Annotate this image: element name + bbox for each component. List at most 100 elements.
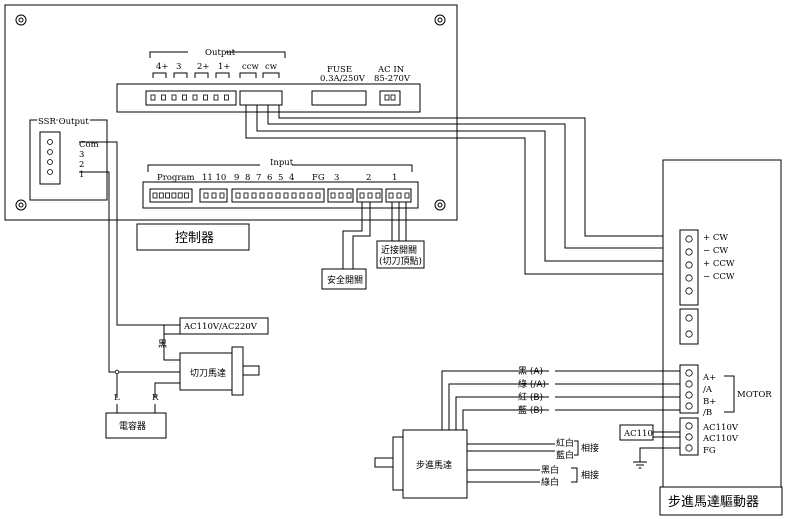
input-header: Input <box>270 158 294 168</box>
driver-signal-cw-minus: − CW <box>703 246 728 256</box>
driver-aux-terminal <box>679 308 699 345</box>
terminal-pin <box>161 94 166 101</box>
terminal-pin <box>213 94 219 101</box>
driver-signal-cw-plus: + CW <box>703 233 728 243</box>
ssr-pin-1: 1 <box>79 170 84 180</box>
driver-name: 步進馬達驅動器 <box>668 495 759 510</box>
cap-terminal-l: L <box>114 393 120 403</box>
controller-name-box <box>136 223 250 251</box>
stepper-wire-blue: 藍 (B) <box>518 404 543 416</box>
acin-terminal <box>379 90 401 106</box>
input-label-9: 9 <box>234 173 239 183</box>
output-header: Output <box>205 48 236 58</box>
limit-switch <box>376 240 425 269</box>
terminal-pin <box>685 248 693 256</box>
ground-icon <box>633 461 647 469</box>
terminal-pin <box>315 192 321 199</box>
output-label-2: 2+ <box>197 62 210 72</box>
program-port <box>149 188 193 203</box>
terminal-pin <box>338 192 344 199</box>
ssr-label: SSR Output <box>38 117 89 127</box>
terminal-pin <box>359 192 365 199</box>
ac-supply-label: AC110V/AC220V <box>183 322 258 332</box>
terminal-pin <box>211 192 217 199</box>
input-label-3: 3 <box>334 173 339 183</box>
terminal-pin <box>330 192 336 199</box>
input-label-11-10: 11 10 <box>202 173 226 183</box>
driver-motor-a-plus: A+ <box>702 373 716 383</box>
pair-wire-blue-white: 藍白 <box>556 449 574 461</box>
terminal-pin <box>375 192 381 199</box>
stepper-wire-black: 黑 (A) <box>518 366 543 377</box>
terminal-pin <box>243 192 249 199</box>
controller-name: 控制器 <box>175 231 214 246</box>
input-label-1: 1 <box>392 173 397 183</box>
stepper-wire-green: 綠 (/A) <box>518 378 546 390</box>
terminal-pin <box>267 192 273 199</box>
ssr-pin-2: 2 <box>79 160 84 170</box>
terminal-pin <box>177 192 183 199</box>
limit-switch-label: 近接開關 <box>381 244 417 256</box>
capacitor-label: 電容器 <box>119 420 146 432</box>
input-label-7: 7 <box>256 173 261 183</box>
cap-terminal-r: R <box>152 393 159 403</box>
terminal-pin <box>685 287 693 295</box>
terminal-pin <box>275 192 281 199</box>
driver-motor-b-minus: /B <box>703 408 712 418</box>
ac-supply-box <box>179 317 269 335</box>
stepper-wire-red: 紅 (B) <box>518 392 543 403</box>
terminal-pin <box>219 192 225 199</box>
driver-signal-ccw-plus: + CCW <box>703 259 735 269</box>
terminal-pin <box>259 192 265 199</box>
limit-switch-sublabel: (切刀頂點) <box>379 255 422 267</box>
terminal-pin <box>388 192 394 199</box>
driver-signal-ccw-minus: − CCW <box>703 272 735 282</box>
terminal-pin <box>251 192 257 199</box>
terminal-pin <box>404 192 410 199</box>
terminal-pin <box>150 94 156 101</box>
ssr-pin-com: Com <box>79 140 99 150</box>
terminal-pin <box>152 192 158 199</box>
terminal-pin <box>203 94 208 101</box>
cutter-motor-label: 切刀馬達 <box>190 367 226 379</box>
terminal-pin <box>192 94 198 101</box>
input-label-4: 4 <box>289 173 294 183</box>
capacitor <box>105 412 167 439</box>
terminal-pin <box>283 192 289 199</box>
terminal-pin <box>685 261 693 269</box>
output-label-1: 1+ <box>218 62 231 72</box>
pair-wire-green-white: 綠白 <box>541 476 559 488</box>
terminal-pin <box>396 192 402 199</box>
pair-note-1: 相接 <box>581 442 599 454</box>
driver-motor-terminal <box>679 364 699 414</box>
safety-switch <box>321 268 367 290</box>
cutter-motor <box>179 352 233 391</box>
terminal-pin <box>224 94 229 101</box>
output-label-4: 4+ <box>156 62 169 72</box>
driver-power-fg: FG <box>703 446 716 456</box>
pair-note-2: 相接 <box>581 469 599 481</box>
input-label-5: 5 <box>278 173 283 183</box>
terminal-pin <box>182 94 187 101</box>
fuse-holder <box>311 90 367 106</box>
output-label-group: 4+ 3 2+ 1+ ccw cw <box>156 62 278 72</box>
input-label-6: 6 <box>267 173 272 183</box>
terminal-pin <box>346 192 352 199</box>
acin-label: AC IN <box>377 65 405 75</box>
terminal-pin <box>158 192 164 199</box>
terminal-pin <box>235 192 241 199</box>
input-label-8: 8 <box>245 173 250 183</box>
driver-motor-a-minus: /A <box>703 385 713 395</box>
output-label-3: 3 <box>176 62 181 72</box>
input-label-program: Program <box>157 173 195 183</box>
terminal-pin <box>165 192 171 199</box>
terminal-pin <box>367 192 373 199</box>
driver-motor-group: MOTOR <box>737 390 772 400</box>
terminal-pin <box>171 94 177 101</box>
driver-name-box <box>659 486 783 516</box>
fuse-rating: 0.3A/250V <box>320 74 366 84</box>
stepper-motor-label: 步進馬達 <box>416 459 452 471</box>
input-label-group: Program 11 10 9 8 7 6 5 4 FG 3 2 1 <box>157 173 397 183</box>
screw-icon <box>15 14 446 211</box>
